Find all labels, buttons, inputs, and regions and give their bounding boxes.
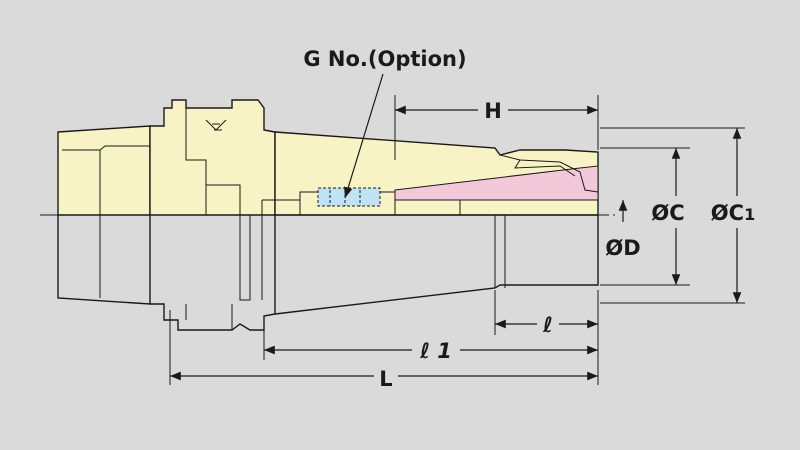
dim-L-label: L: [379, 367, 392, 391]
dim-od-label: ØD: [605, 236, 640, 260]
dim-oc1-label: ØC1: [711, 201, 755, 225]
holder-section-upper: [57, 99, 599, 216]
g-no-label: G No.(Option): [303, 47, 466, 71]
flange-section: [149, 99, 276, 216]
dim-l-small-label: ℓ: [542, 313, 553, 337]
dim-l1-label: ℓ 1: [419, 339, 452, 363]
g-screw: [317, 187, 381, 207]
dim-h-label: H: [484, 99, 502, 123]
taper-shank-section: [57, 125, 151, 216]
collet-section: [394, 165, 599, 201]
dim-oc-label: ØC: [651, 201, 684, 225]
g-no-leader: [344, 73, 384, 199]
holder-outline-lower: [57, 215, 599, 331]
